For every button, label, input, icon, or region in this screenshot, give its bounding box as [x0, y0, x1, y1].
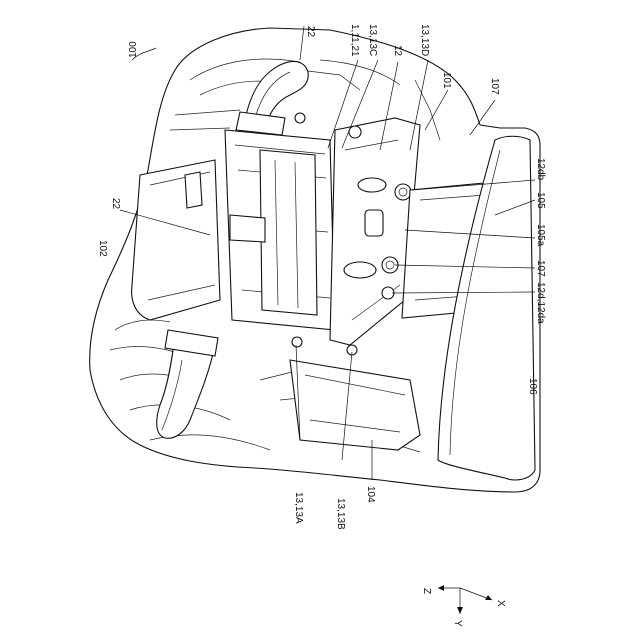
- axes-indicator: Z X Y: [421, 585, 506, 627]
- main-unit: [225, 130, 335, 330]
- hose-top: [236, 61, 308, 135]
- ref-106: 106: [527, 378, 538, 395]
- ref-13-13b: 13,13B: [335, 498, 346, 530]
- ref-12d-12da: 12d,12da: [535, 282, 546, 324]
- part-104: [290, 360, 420, 450]
- ref-12: 12: [392, 45, 403, 57]
- ref-102: 102: [97, 240, 108, 257]
- axis-z-label: Z: [421, 588, 432, 594]
- ref-22-top: 22: [305, 26, 316, 38]
- ref-100: 100: [128, 41, 139, 58]
- ref-12db: 12db: [535, 158, 546, 181]
- ref-104: 104: [365, 486, 376, 503]
- ref-22-left: 22: [110, 198, 121, 210]
- ref-105: 105: [535, 192, 546, 209]
- axis-x-label: X: [495, 600, 506, 607]
- ref-13-13c: 13,13C: [367, 24, 378, 56]
- ref-1-11-21: 1,11,21: [349, 24, 360, 57]
- ref-107-mid: 107: [535, 260, 546, 277]
- ref-105a: 105a: [535, 224, 546, 247]
- hose-bottom: [157, 330, 218, 438]
- ref-13-13d: 13,13D: [419, 24, 430, 56]
- module-102: [132, 160, 220, 320]
- ref-101: 101: [441, 72, 452, 89]
- axis-y-label: Y: [452, 620, 463, 627]
- ref-13-13a: 13,13A: [293, 492, 304, 524]
- ref-107-top: 107: [489, 78, 500, 95]
